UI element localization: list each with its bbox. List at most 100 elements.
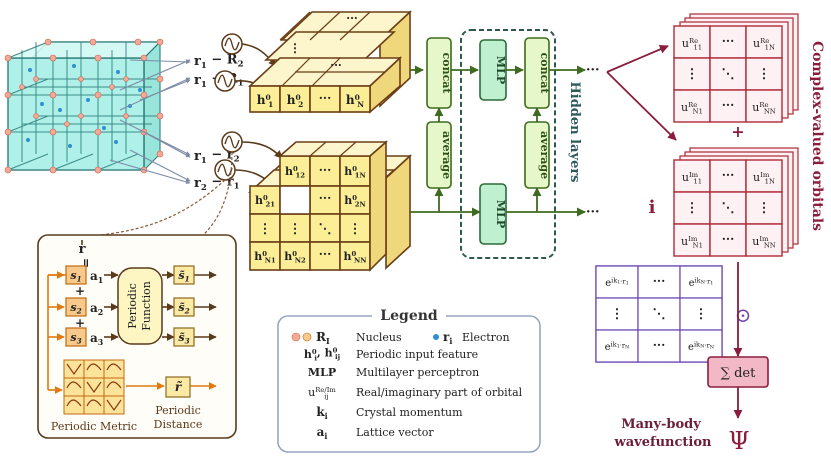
legend-a-desc: Lattice vector	[356, 426, 434, 439]
s-tilde-2-label: s̃2​	[178, 301, 189, 316]
panel-r: r	[79, 242, 86, 257]
legend-mlp-desc: Multilayer perceptron	[356, 366, 479, 379]
legend-k-desc: Crystal momentum	[356, 406, 463, 419]
legend-entry-nucleus: RI​ Nucleus	[291, 330, 402, 346]
panel-dashed-connector-2	[199, 151, 233, 239]
real-orbital-matrix	[673, 25, 783, 123]
concat-box-1	[426, 37, 452, 109]
network-dots-top: ···	[586, 63, 600, 78]
panel-plus-2: +	[75, 316, 85, 330]
s3-box	[65, 327, 87, 347]
legend-k-symbol: ki​	[316, 405, 327, 421]
phase-N1: eik1·rN​	[605, 341, 630, 353]
average-box-1	[426, 121, 452, 189]
orbital-re-vdots-1: ⋮	[686, 67, 699, 82]
s-tilde-1-label: s̃1​	[178, 269, 189, 284]
periodic-function-line2: Function	[140, 281, 153, 331]
pair-ddots: ⋱	[319, 222, 332, 237]
nucleus-swatch-icon	[291, 332, 301, 342]
legend-electron-desc: Electron	[462, 331, 510, 344]
cube-connector-lines	[109, 59, 191, 185]
concat-label-1: concat	[440, 53, 453, 95]
stack-to-network-arrows	[410, 65, 481, 217]
lower-feature-stack	[247, 140, 413, 272]
feature-dots: ···	[319, 91, 332, 105]
periodic-metric-grid	[63, 359, 125, 415]
s2-label: s2​	[70, 301, 81, 316]
pair-vdots-2: ⋮	[289, 222, 302, 237]
imaginary-unit: i	[649, 197, 656, 218]
pair-vdots-3: ⋮	[349, 222, 362, 237]
a1-label: a1​	[90, 269, 103, 285]
legend-mlp-symbol: MLP	[308, 366, 336, 379]
pair-vdots-1: ⋮	[259, 222, 272, 237]
hidden-layers-label: Hidden layers	[567, 81, 582, 182]
hidden-layers-frame	[460, 29, 556, 259]
average-label-1: average	[440, 131, 453, 179]
s1-label: s1​	[70, 269, 81, 284]
label-r1-minus-R2: r1​ − R2​	[194, 52, 244, 71]
mlp-label-1: MLP	[494, 56, 507, 84]
s-tilde-1-box	[173, 265, 195, 285]
psi-symbol: Ψ	[728, 427, 749, 455]
periodic-distance-line1: Periodic	[155, 404, 201, 417]
legend-feature-desc: Periodic input feature	[356, 348, 478, 361]
periodic-function-box	[117, 267, 163, 345]
orbital-re-dots-2: ···	[722, 98, 735, 112]
electron-swatch-icon	[433, 334, 439, 340]
network-internal-arrows	[506, 65, 586, 217]
r-tilde-label: r̃	[175, 380, 183, 394]
imag-orbital-matrix	[673, 159, 783, 257]
orbital-im-ddots: ⋱	[722, 201, 735, 216]
orbital-im-vdots-2: ⋮	[758, 201, 771, 216]
feature-h0-2: h02​	[287, 93, 304, 109]
network-dots-bottom: ···	[586, 205, 600, 220]
legend-entry-lattice-vector: ai​ Lattice vector	[317, 425, 435, 441]
feature-h0-1: h01​	[257, 93, 274, 109]
periodic-transform-icon-1	[221, 33, 243, 55]
phase-dots-2: ···	[653, 338, 666, 352]
panel-equals: =	[79, 258, 93, 268]
pair-row4-dots: ···	[319, 247, 332, 261]
upper-stack-dots-top: ···	[346, 12, 358, 25]
nucleus-swatch-icon-2	[302, 332, 312, 342]
legend-orbital-desc: Real/imaginary part of orbital	[356, 386, 523, 399]
phase-vdots-1: ⋮	[611, 307, 624, 322]
phase-dots-1: ···	[653, 274, 666, 288]
orbital-im-vdots-1: ⋮	[686, 201, 699, 216]
mlp-label-2: MLP	[494, 200, 507, 228]
phase-11: eik1·r1​	[605, 277, 629, 289]
orbital-im-dots-1: ···	[722, 168, 735, 182]
network-to-orbitals-arrows	[606, 45, 677, 141]
upper-feature-stack	[247, 10, 413, 114]
phase-ddots: ⋱	[653, 307, 666, 322]
periodic-transform-icon-3	[221, 131, 243, 153]
orbitals-title: Complex-valued orbitals	[809, 41, 825, 231]
pair-row1-dots: ···	[319, 163, 332, 177]
wavefunction-line1: Many-body	[621, 417, 701, 432]
legend-electron-symbol: ri​	[443, 330, 452, 346]
phase-matrix	[595, 265, 723, 363]
orbital-im-dots-2: ···	[722, 232, 735, 246]
legend-entry-crystal-momentum: ki​ Crystal momentum	[316, 405, 463, 421]
orbital-re-dots-1: ···	[722, 34, 735, 48]
phase-NN: eikN·rN​	[688, 341, 715, 353]
legend-a-symbol: ai​	[317, 425, 328, 441]
wavefunction-line2: wavefunction	[614, 435, 712, 450]
average-label-2: average	[538, 131, 551, 179]
periodic-distance-line2: Distance	[154, 418, 203, 431]
